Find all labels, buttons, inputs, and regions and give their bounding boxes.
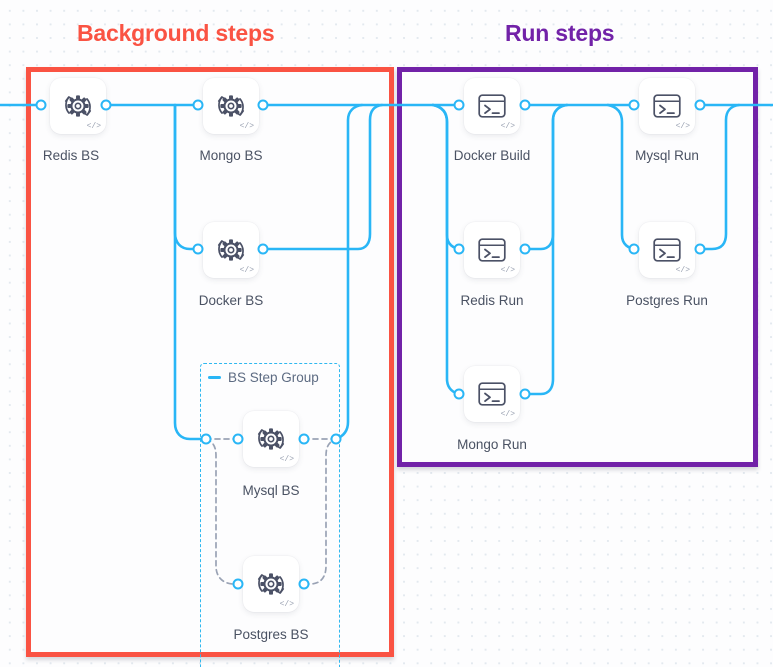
node-label-docker-build: Docker Build — [453, 148, 531, 163]
bs-step-group-label: BS Step Group — [228, 370, 319, 385]
node-label-postgres-run: Postgres Run — [626, 293, 708, 308]
background-gear-icon — [257, 573, 285, 595]
code-icon[interactable]: </> — [500, 410, 515, 419]
background-gear-icon — [243, 556, 299, 612]
code-icon[interactable]: </> — [279, 455, 294, 464]
port-mysql-run-in[interactable] — [628, 99, 640, 111]
port-group-in[interactable] — [200, 433, 212, 445]
background-gear-icon — [243, 411, 299, 467]
port-mysql-bs-in[interactable] — [232, 433, 244, 445]
code-icon[interactable]: </> — [239, 122, 254, 131]
background-gear-icon — [257, 428, 285, 450]
node-postgres-run[interactable]: </> — [639, 222, 695, 278]
port-mongo-run-out[interactable] — [519, 388, 531, 400]
background-gear-icon — [50, 78, 106, 134]
node-label-docker-bs: Docker BS — [198, 293, 264, 308]
bs-step-group-header[interactable]: BS Step Group — [208, 370, 319, 385]
terminal-icon — [464, 78, 520, 134]
code-icon[interactable]: </> — [86, 122, 101, 131]
node-label-mongo-run: Mongo Run — [457, 437, 527, 452]
region-title-run-steps: Run steps — [505, 20, 615, 46]
terminal-icon — [478, 94, 506, 118]
node-label-redis-bs: Redis BS — [42, 148, 100, 163]
port-docker-build-in[interactable] — [453, 99, 465, 111]
terminal-icon — [464, 366, 520, 422]
port-docker-bs-in[interactable] — [192, 243, 204, 255]
port-group-out[interactable] — [330, 433, 342, 445]
port-mongo-bs-out[interactable] — [257, 99, 269, 111]
node-redis-bs[interactable]: </> — [50, 78, 106, 134]
background-gear-icon — [64, 95, 92, 117]
port-postgres-run-in[interactable] — [628, 243, 640, 255]
node-docker-build[interactable]: </> — [464, 78, 520, 134]
node-mongo-run[interactable]: </> — [464, 366, 520, 422]
terminal-icon — [639, 78, 695, 134]
region-title-background-steps: Background steps — [77, 20, 275, 46]
port-postgres-bs-out[interactable] — [298, 578, 310, 590]
node-label-mongo-bs: Mongo BS — [199, 148, 263, 163]
port-mongo-bs-in[interactable] — [192, 99, 204, 111]
terminal-icon — [653, 94, 681, 118]
port-mysql-run-out[interactable] — [694, 99, 706, 111]
node-mysql-run[interactable]: </> — [639, 78, 695, 134]
terminal-icon — [653, 238, 681, 262]
port-docker-build-out[interactable] — [519, 99, 531, 111]
port-mongo-run-in[interactable] — [453, 388, 465, 400]
port-redis-run-out[interactable] — [519, 243, 531, 255]
code-icon[interactable]: </> — [279, 600, 294, 609]
port-redis-bs-in[interactable] — [35, 99, 47, 111]
terminal-icon — [464, 222, 520, 278]
node-mongo-bs[interactable]: </> — [203, 78, 259, 134]
port-mysql-bs-out[interactable] — [298, 433, 310, 445]
node-docker-bs[interactable]: </> — [203, 222, 259, 278]
terminal-icon — [478, 382, 506, 406]
code-icon[interactable]: </> — [239, 266, 254, 275]
port-redis-bs-out[interactable] — [100, 99, 112, 111]
node-label-redis-run: Redis Run — [460, 293, 524, 308]
terminal-icon — [478, 238, 506, 262]
node-redis-run[interactable]: </> — [464, 222, 520, 278]
port-postgres-bs-in[interactable] — [232, 578, 244, 590]
port-redis-run-in[interactable] — [453, 243, 465, 255]
code-icon[interactable]: </> — [500, 266, 515, 275]
region-run-steps[interactable] — [397, 67, 758, 467]
node-postgres-bs[interactable]: </> — [243, 556, 299, 612]
port-postgres-run-out[interactable] — [694, 243, 706, 255]
minus-icon[interactable] — [208, 376, 221, 379]
node-label-mysql-run: Mysql Run — [635, 148, 699, 163]
node-label-postgres-bs: Postgres BS — [233, 627, 309, 642]
port-docker-bs-out[interactable] — [257, 243, 269, 255]
node-label-mysql-bs: Mysql BS — [242, 483, 300, 498]
node-mysql-bs[interactable]: </> — [243, 411, 299, 467]
background-gear-icon — [203, 78, 259, 134]
background-gear-icon — [217, 239, 245, 261]
bs-step-group-container[interactable] — [200, 363, 340, 667]
terminal-icon — [639, 222, 695, 278]
background-gear-icon — [203, 222, 259, 278]
code-icon[interactable]: </> — [500, 122, 515, 131]
code-icon[interactable]: </> — [675, 266, 690, 275]
background-gear-icon — [217, 95, 245, 117]
code-icon[interactable]: </> — [675, 122, 690, 131]
